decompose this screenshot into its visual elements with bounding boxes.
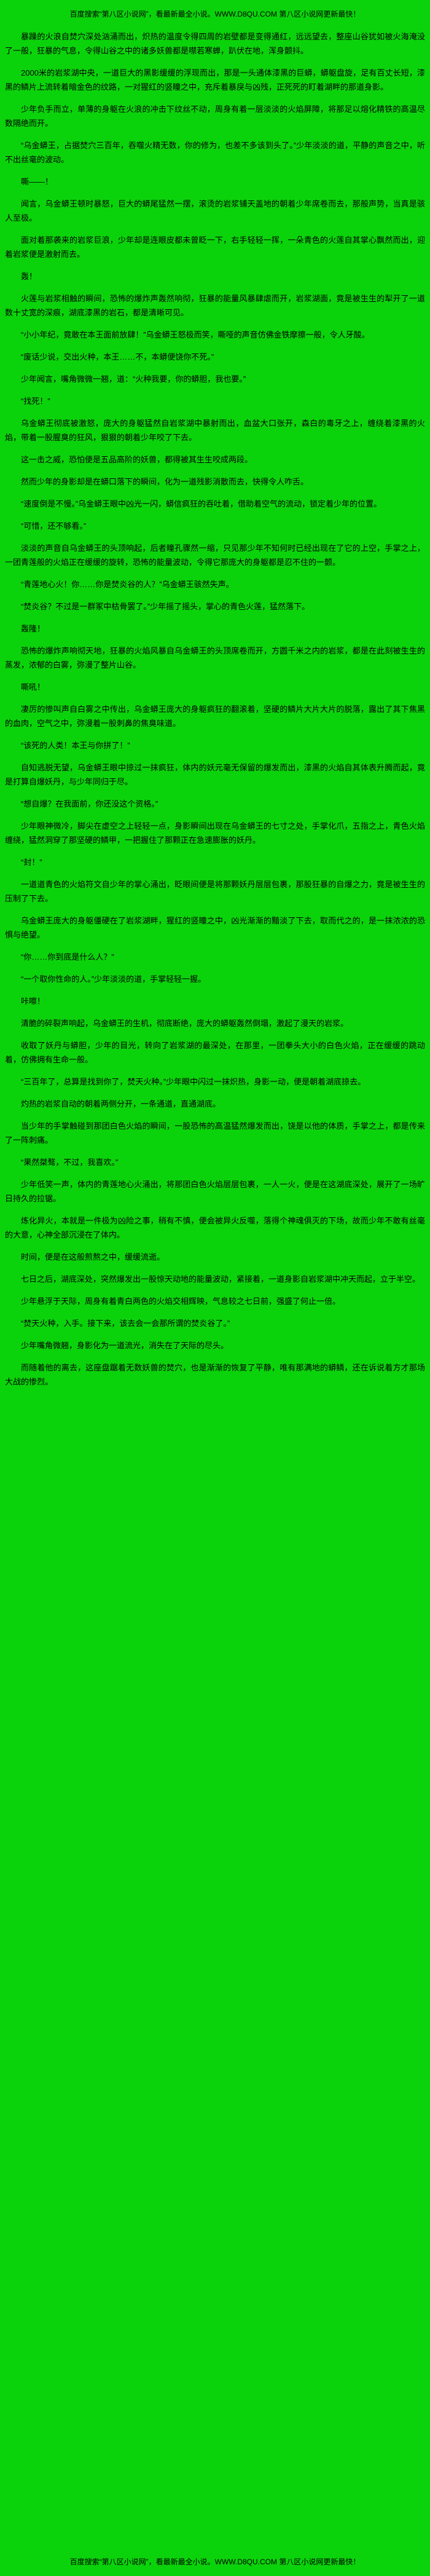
novel-paragraph: 乌金蟒王彻底被激怒，庞大的身躯猛然自岩浆湖中暴射而出，血盆大口张开，森白的毒牙之… — [5, 419, 425, 442]
novel-paragraph: “青莲地心火！你……你是焚炎谷的人？”乌金蟒王骇然失声。 — [21, 580, 234, 589]
novel-paragraph: 清脆的碎裂声响起，乌金蟒王的生机，彻底断绝，庞大的蟒躯轰然倒塌，激起了漫天的岩浆… — [21, 1019, 349, 1028]
novel-paragraph: 然而少年的身影却是在蟒口落下的瞬间，化为一道残影消散而去，快得令人咋舌。 — [21, 477, 309, 486]
novel-paragraph: 少年负手而立，单薄的身躯在火浪的冲击下纹丝不动，周身有着一层淡淡的火焰屏障，将那… — [5, 105, 425, 128]
novel-paragraph: 七日之后，湖底深处，突然爆发出一股惊天动地的能量波动，紧接着，一道身影自岩浆湖中… — [21, 1274, 421, 1284]
novel-paragraph: 轰！ — [21, 272, 37, 281]
novel-paragraph: “三百年了，总算是找到你了，焚天火种。”少年眼中闪过一抹炽热，身影一动，便是朝着… — [21, 1077, 366, 1086]
novel-paragraph: 凄厉的惨叫声自白雾之中传出，乌金蟒王庞大的身躯疯狂的翻滚着，坚硬的鳞片大片大片的… — [5, 705, 425, 728]
novel-paragraph: 收取了妖丹与蟒胆，少年的目光，转向了岩浆湖的最深处，在那里，一团拳头大小的白色火… — [5, 1041, 425, 1064]
novel-paragraph: 而随着他的离去，这座盘踞着无数妖兽的焚穴，也是渐渐的恢复了平静，唯有那满地的蟒鳞… — [5, 1363, 425, 1386]
novel-paragraph: “废话少说，交出火种，本王……不，本蟒便饶你不死。” — [21, 352, 214, 362]
novel-paragraph: 时间，便是在这般煎熬之中，缓缓流逝。 — [21, 1252, 165, 1262]
novel-paragraph: 自知逃脱无望，乌金蟒王眼中掠过一抹疯狂，体内的妖元毫无保留的爆发而出，漆黑的火焰… — [5, 763, 425, 786]
site-promo-header: 百度搜索“第八区小说网”，看最新最全小说。WWW.D8QU.COM 第八区小说网… — [69, 10, 361, 18]
novel-paragraph: “该死的人类！本王与你拼了！” — [21, 741, 130, 750]
novel-paragraph: “小小年纪，竟敢在本王面前放肆！”乌金蟒王怒极而笑，嘶哑的声音仿佛金铁摩擦一般，… — [21, 330, 370, 339]
novel-paragraph: 乌金蟒王庞大的身躯僵硬在了岩浆湖畔，猩红的竖瞳之中，凶光渐渐的黯淡了下去，取而代… — [5, 916, 425, 939]
novel-paragraph: 闻言，乌金蟒王顿时暴怒，巨大的蟒尾猛然一摆，滚烫的岩浆铺天盖地的朝着少年席卷而去… — [5, 199, 425, 223]
novel-paragraph: 少年悬浮于天际，周身有着青白两色的火焰交相辉映，气息较之七日前，强盛了何止一倍。 — [21, 1297, 341, 1306]
novel-paragraph: 当少年的手掌触碰到那团白色火焰的瞬间，一股恐怖的高温猛然爆发而出，饶是以他的体质… — [5, 1121, 425, 1145]
novel-paragraph: 这一击之威，恐怕便是五品高阶的妖兽，都得被其生生咬成两段。 — [21, 455, 253, 464]
novel-paragraph: “焚天火种，入手。接下来，该去会一会那所谓的焚炎谷了。” — [21, 1319, 230, 1328]
novel-paragraph: 轰隆！ — [21, 624, 45, 633]
novel-paragraph: 面对着那袭来的岩浆巨浪，少年却是连眼皮都未曾眨一下，右手轻轻一挥，一朵青色的火莲… — [5, 235, 425, 259]
novel-paragraph: “可惜，还不够看。” — [21, 521, 87, 531]
novel-paragraph: 炼化异火，本就是一件极为凶险之事，稍有不慎，便会被异火反噬，落得个神魂俱灭的下场… — [5, 1216, 425, 1239]
novel-paragraph: “乌金蟒王，占据焚穴三百年，吞噬火精无数，你的修为，也差不多该到头了。”少年淡淡… — [5, 141, 425, 164]
novel-paragraph: “封！” — [21, 858, 42, 867]
site-promo-footer: 百度搜索“第八区小说网”，看最新最全小说。WWW.D8QU.COM 第八区小说网… — [69, 2558, 361, 2566]
novel-paragraph: “想自爆？在我面前，你还没这个资格。” — [21, 799, 158, 808]
novel-paragraph: “一个取你性命的人。”少年淡淡的道，手掌轻轻一握。 — [21, 974, 206, 984]
novel-paragraph: 咔嚓！ — [21, 997, 45, 1006]
novel-paragraph: “你……你到底是什么人？” — [21, 952, 114, 962]
novel-paragraph: 少年低笑一声，体内的青莲地心火涌出，将那团白色火焰层层包裹，一人一火，便是在这湖… — [5, 1180, 425, 1203]
novel-paragraph: 嘶吼！ — [21, 682, 45, 692]
novel-paragraph: “找死！” — [21, 397, 50, 406]
novel-paragraph: “速度倒是不慢。”乌金蟒王眼中凶光一闪，蟒信疯狂的吞吐着，借助着空气的流动，锁定… — [21, 499, 382, 508]
novel-paragraph: 少年眼神微冷，脚尖在虚空之上轻轻一点，身影瞬间出现在乌金蟒王的七寸之处，手掌化爪… — [5, 821, 425, 845]
chapter-body: 暴躁的火浪自焚穴深处汹涌而出，炽热的温度令得四周的岩壁都是变得通红，远远望去，整… — [5, 30, 425, 2546]
novel-paragraph: 2000米的岩浆湖中央，一道巨大的黑影缓缓的浮现而出，那是一头通体漆黑的巨蟒，蟒… — [5, 68, 425, 92]
novel-paragraph: 少年闻言，嘴角微微一翘，道：“火种我要，你的蟒胆，我也要。” — [21, 374, 246, 384]
novel-paragraph: 淡淡的声音自乌金蟒王的头顶响起，后者瞳孔骤然一缩，只见那少年不知何时已经出现在了… — [5, 543, 425, 567]
novel-paragraph: 少年嘴角微翘，身影化为一道流光，消失在了天际的尽头。 — [21, 1341, 229, 1350]
novel-paragraph: 嘶——！ — [21, 177, 53, 186]
novel-paragraph: 暴躁的火浪自焚穴深处汹涌而出，炽热的温度令得四周的岩壁都是变得通红，远远望去，整… — [5, 32, 425, 55]
novel-paragraph: “焚炎谷？不过是一群冢中枯骨罢了。”少年摇了摇头，掌心的青色火莲，猛然落下。 — [21, 602, 310, 611]
novel-paragraph: 一道道青色的火焰符文自少年的掌心涌出，眨眼间便是将那颗妖丹层层包裹，那股狂暴的自… — [5, 880, 425, 903]
novel-paragraph: 火莲与岩浆相触的瞬间，恐怖的爆炸声轰然响彻，狂暴的能量风暴肆虐而开，岩浆湖面，竟… — [5, 294, 425, 317]
novel-paragraph: “果然桀骜，不过，我喜欢。” — [21, 1158, 119, 1167]
novel-paragraph: 恐怖的爆炸声响彻天地，狂暴的火焰风暴自乌金蟒王的头顶席卷而开，方圆千米之内的岩浆… — [5, 646, 425, 670]
novel-paragraph: 灼热的岩浆自动的朝着两侧分开，一条通道，直通湖底。 — [21, 1099, 221, 1108]
